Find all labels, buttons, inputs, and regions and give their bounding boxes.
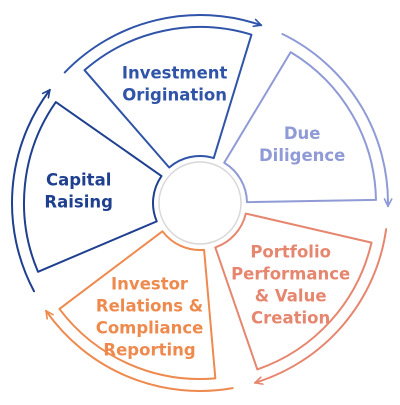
arrow-4: [253, 228, 388, 385]
stage-label-line: Due: [284, 124, 321, 143]
stage-label-line: Creation: [251, 309, 330, 328]
segment-5: [58, 230, 217, 380]
stage-label-line: Origination: [122, 86, 227, 105]
arrow-1: [11, 88, 51, 293]
segment-2: [83, 25, 253, 169]
stage-label-line: Reporting: [103, 340, 195, 359]
stage-label-line: Relations &: [96, 296, 203, 315]
center-hub: [158, 161, 242, 245]
stage-label-line: & Value: [255, 287, 327, 306]
stage-label-line: Investor: [111, 274, 189, 293]
segment-4: [214, 212, 373, 371]
cycle-arrows: [11, 14, 393, 392]
cycle-segments: [23, 25, 377, 380]
stage-label-line: Diligence: [259, 146, 345, 165]
arrow-5: [45, 309, 234, 392]
arrow-2: [63, 14, 263, 74]
stage-label-line: Raising: [44, 192, 113, 211]
stage-label-line: Portfolio: [250, 243, 331, 262]
segment-1: [23, 101, 163, 273]
segment-3: [223, 51, 377, 204]
stage-label-line: Compliance: [96, 318, 204, 337]
stage-label-line: Investment: [122, 64, 228, 83]
stage-label-line: Performance: [231, 265, 350, 284]
stage-label-line: Capital: [46, 170, 111, 189]
arrow-3: [281, 33, 393, 208]
